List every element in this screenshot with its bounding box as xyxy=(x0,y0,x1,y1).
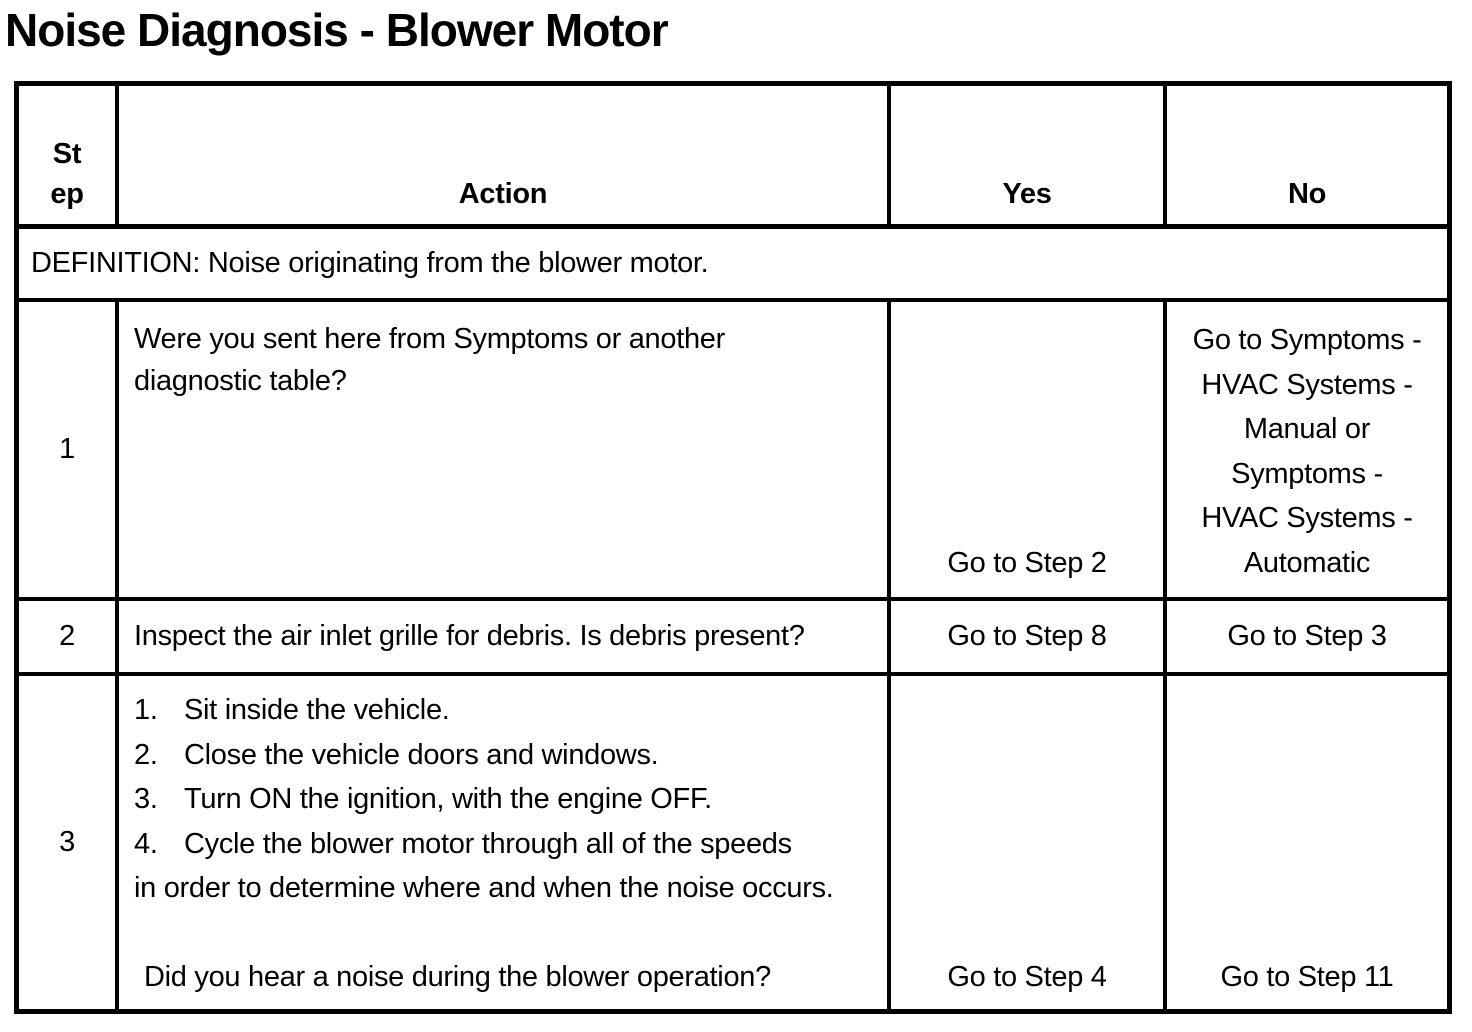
no-line: HVAC Systems - xyxy=(1201,368,1413,401)
no-line: Manual or xyxy=(1243,413,1371,445)
action-continuation: in order to determine where and when the… xyxy=(134,872,834,904)
col-header-yes: Yes xyxy=(891,86,1167,229)
yes-cell-2: Go to Step 8 xyxy=(891,601,1167,676)
action-list-item: 2. Close the vehicle doors and windows. xyxy=(134,733,875,778)
blank-line xyxy=(134,911,875,955)
step-number: 3 xyxy=(59,826,75,858)
action-line: Were you sent here from Symptoms or anot… xyxy=(134,323,725,355)
action-list-item: 4. Cycle the blower motor through all of… xyxy=(134,822,875,867)
list-text: Turn ON the ignition, with the engine OF… xyxy=(184,783,712,815)
action-cell-3: 1. Sit inside the vehicle. 2. Close the … xyxy=(119,676,891,1009)
yes-text: Go to Step 4 xyxy=(947,961,1107,993)
no-text: Go to Step 11 xyxy=(1220,961,1394,993)
step-number: 2 xyxy=(59,620,75,652)
no-line: Go to Symptoms - xyxy=(1192,324,1422,356)
action-cell-1: Were you sent here from Symptoms or anot… xyxy=(119,302,891,601)
list-number: 4. xyxy=(134,827,158,860)
list-text: Sit inside the vehicle. xyxy=(184,694,450,726)
definition-cell: DEFINITION: Noise originating from the b… xyxy=(19,229,1447,302)
col-header-no-label: No xyxy=(1287,178,1327,210)
action-cell-2: Inspect the air inlet grille for debris.… xyxy=(119,601,891,676)
list-text: Close the vehicle doors and windows. xyxy=(184,738,659,771)
step-cell-1: 1 xyxy=(19,302,119,601)
action-question: Did you hear a noise during the blower o… xyxy=(144,960,771,993)
no-line: Symptoms - xyxy=(1231,457,1383,490)
action-line: diagnostic table? xyxy=(134,365,347,397)
page-title: Noise Diagnosis - Blower Motor xyxy=(5,4,669,56)
list-number: 3. xyxy=(134,783,158,815)
col-header-step-line2: ep xyxy=(50,178,84,210)
col-header-step: St ep xyxy=(19,86,119,229)
step-cell-2: 2 xyxy=(19,601,119,676)
yes-text: Go to Step 2 xyxy=(947,547,1107,579)
action-list-item: 3. Turn ON the ignition, with the engine… xyxy=(134,777,875,822)
no-text: Go to Step 3 xyxy=(1227,620,1387,652)
yes-cell-3: Go to Step 4 xyxy=(891,676,1167,1009)
yes-cell-1: Go to Step 2 xyxy=(891,302,1167,601)
no-cell-3: Go to Step 11 xyxy=(1167,676,1447,1009)
list-number: 2. xyxy=(134,738,158,771)
diagnostic-table: St ep Action Yes No DEFINITION: Noise or… xyxy=(14,81,1452,1014)
no-cell-2: Go to Step 3 xyxy=(1167,601,1447,676)
step-cell-3: 3 xyxy=(19,676,119,1009)
col-header-action-label: Action xyxy=(458,178,548,210)
col-header-action: Action xyxy=(119,86,891,229)
no-line: HVAC Systems - xyxy=(1201,502,1413,534)
col-header-yes-label: Yes xyxy=(1002,178,1052,210)
no-cell-1: Go to Symptoms - HVAC Systems - Manual o… xyxy=(1167,302,1447,601)
list-number: 1. xyxy=(134,694,158,726)
definition-text: DEFINITION: Noise originating from the b… xyxy=(31,247,709,279)
col-header-no: No xyxy=(1167,86,1447,229)
action-text: Inspect the air inlet grille for debris.… xyxy=(134,620,805,652)
no-line: Automatic xyxy=(1243,546,1371,579)
yes-text: Go to Step 8 xyxy=(947,620,1107,652)
list-text: Cycle the blower motor through all of th… xyxy=(184,827,792,860)
col-header-step-line1: St xyxy=(52,138,82,170)
action-list-item: 1. Sit inside the vehicle. xyxy=(134,688,875,733)
step-number: 1 xyxy=(59,433,75,465)
